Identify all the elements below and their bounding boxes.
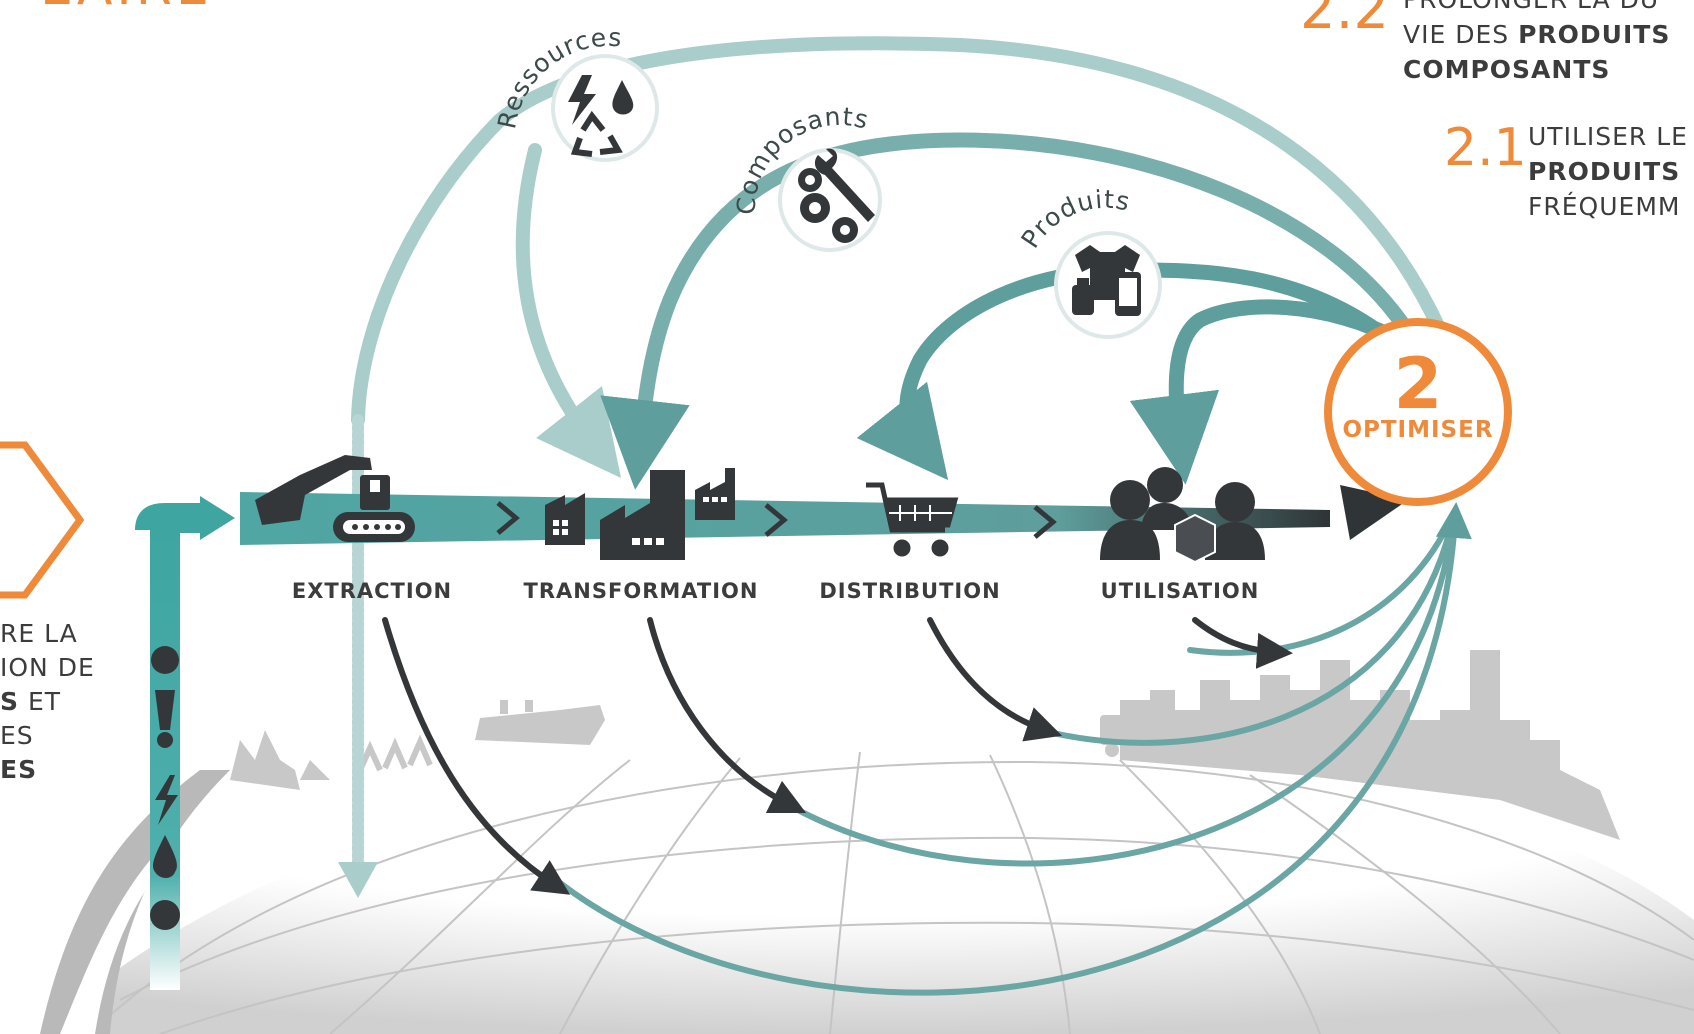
strategy-2-2-line3: COMPOSANTS — [1403, 55, 1610, 84]
factory-icon — [545, 468, 735, 560]
strategy-number-2-2: 2.2 — [1300, 0, 1389, 42]
input-flow — [135, 496, 235, 990]
stage-label-transformation: TRANSFORMATION — [524, 579, 759, 603]
optimize-badge: 2 OPTIMISER — [1324, 318, 1512, 506]
wrench-icon — [814, 148, 875, 222]
strategy-number-2-1: 2.1 — [1444, 118, 1527, 178]
page-title-fragment: ÉAIRE — [40, 0, 213, 17]
excavator-icon — [255, 455, 415, 542]
recycle-icon — [570, 110, 623, 157]
strategy-2-2-line1: PROLONGER LA DU — [1403, 0, 1659, 14]
strategy-2-1-line1: UTILISER LE — [1528, 122, 1688, 151]
lightning-icon — [568, 75, 596, 125]
lightning-icon — [155, 775, 178, 825]
stage-labels: EXTRACTION TRANSFORMATION DISTRIBUTION U… — [292, 579, 1260, 603]
left-text-line1: RE LA — [0, 619, 78, 648]
resource-icons-column — [150, 646, 180, 930]
strategy-2-2: 2.2 PROLONGER LA DU VIE DES PRODUITS COM… — [1300, 0, 1670, 84]
stage-label-distribution: DISTRIBUTION — [819, 579, 1000, 603]
left-text-line3: S ET — [0, 687, 61, 716]
bottle-icon — [1072, 285, 1094, 315]
stage-label-extraction: EXTRACTION — [292, 579, 452, 603]
gears-icon — [798, 168, 858, 243]
strategy-2-1-line2: PRODUITS — [1528, 157, 1680, 186]
fish-icon — [155, 690, 175, 730]
strategy-2-1-line3: FRÉQUEMM — [1528, 192, 1680, 221]
water-drop-icon — [612, 80, 634, 115]
shopping-cart-icon — [866, 482, 959, 557]
products-badge: Produits — [1015, 185, 1162, 339]
optimize-number: 2 — [1394, 343, 1443, 425]
waste-arcs — [382, 617, 1293, 895]
left-text-line4: ES — [0, 721, 34, 750]
apple-icon — [151, 646, 179, 674]
users-icon — [1100, 467, 1265, 564]
stage-label-utilisation: UTILISATION — [1101, 579, 1260, 603]
components-badge: Composants — [732, 102, 882, 252]
optimize-label: OPTIMISER — [1342, 417, 1493, 443]
left-strategy-text: RE LA ION DE S ET ES ES — [0, 619, 95, 784]
left-text-line5: ES — [0, 755, 37, 784]
globe — [40, 744, 1694, 1034]
reduce-arrow-shape — [0, 441, 85, 599]
resources-badge: Ressources — [492, 23, 659, 162]
return-arcs — [547, 502, 1472, 996]
ore-icon — [150, 900, 180, 930]
strategy-2-1: 2.1 UTILISER LE PRODUITS FRÉQUEMM — [1444, 118, 1688, 221]
left-text-line2: ION DE — [0, 653, 95, 682]
linear-flow — [240, 485, 1408, 545]
strategy-2-2-line2: VIE DES PRODUITS — [1403, 20, 1670, 49]
water-drop-icon — [153, 835, 177, 878]
